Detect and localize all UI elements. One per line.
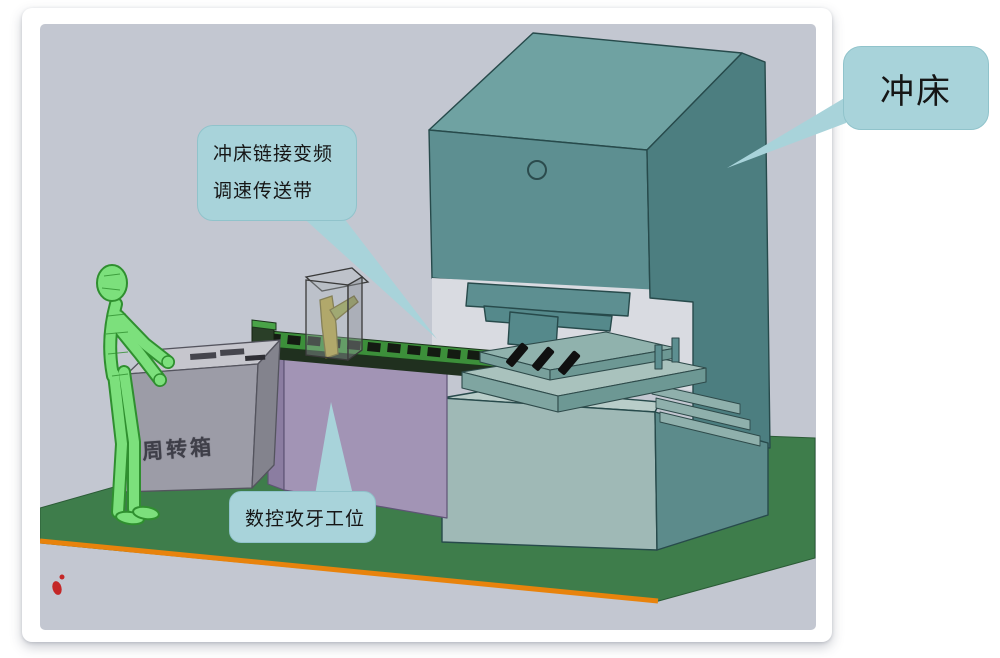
press-base-front [441,397,658,551]
callout-conveyor-line2: 调速传送带 [213,181,314,202]
turnover-box-right [251,339,281,489]
cad-scene [40,32,816,604]
callout-conveyor: 冲床链接变频 调速传送带 [197,125,357,221]
die-bolster [461,331,707,413]
press-head-front [428,129,651,299]
press-head-hole [527,160,547,180]
callout-conveyor-line1: 冲床链接变频 [213,144,334,165]
turnover-box [120,339,281,493]
callout-tapping-station: 数控攻牙工位 [229,491,376,543]
conveyor-end-cap [251,319,277,331]
press-base-steps [651,383,761,447]
human-figure [96,264,175,526]
conveyor-underside [260,346,508,380]
tool-enclosure [304,267,370,362]
figure-head [96,264,128,302]
turnover-box-front [120,363,259,493]
die-pin [654,344,663,370]
callout-tapping-text: 数控攻牙工位 [245,508,366,530]
die-slots [506,342,581,375]
callout-press-text: 冲床 [880,73,952,111]
cad-viewport [40,24,816,630]
die-pin [671,337,680,363]
callout-press: 冲床 [843,46,989,130]
punch-press [428,32,771,551]
figure-foot [132,505,160,521]
turnover-box-parts [190,348,266,361]
floor-front-edge [40,538,659,604]
